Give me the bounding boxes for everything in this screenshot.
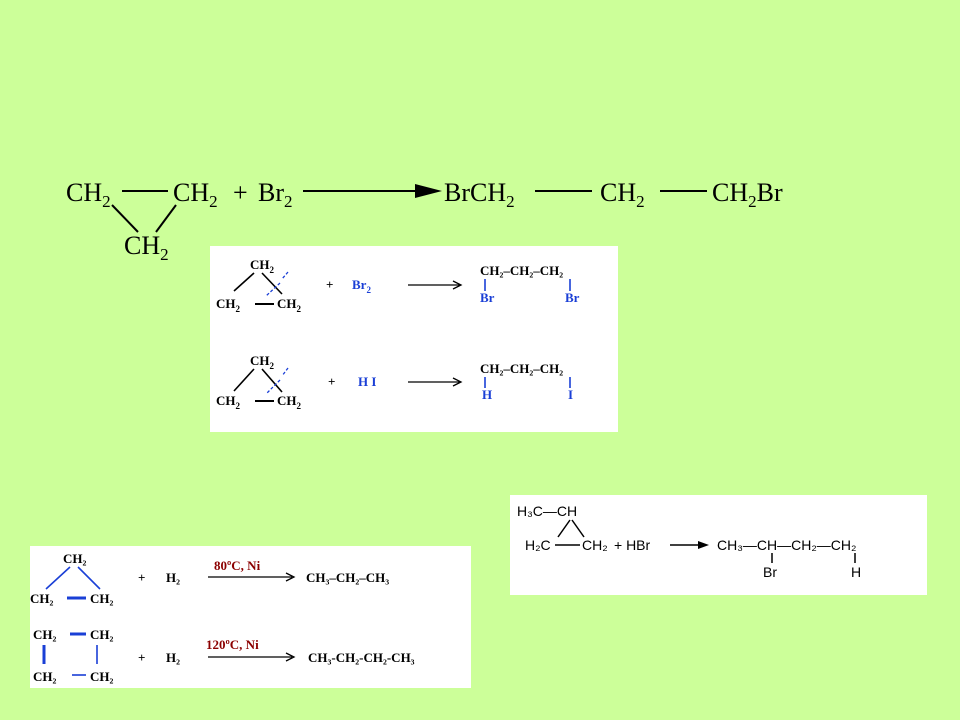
product1-br-right: Br xyxy=(565,290,580,305)
ring-right-ch2: CH₂ xyxy=(582,537,608,553)
reagent-br2: Br2 xyxy=(258,178,293,211)
cp-top: CH₂ xyxy=(63,551,87,566)
hbr-product-chain: CH₃—CH—CH₂—CH₂ xyxy=(717,537,856,553)
plus-h1: + xyxy=(138,570,145,585)
reagent-h2-1: H₂ xyxy=(166,570,180,585)
ring-bottom-ch2: CH2 xyxy=(124,231,169,264)
product-middle: CH2 xyxy=(600,178,645,211)
propane-product: CH₃–CH₂–CH₃ xyxy=(306,570,389,585)
halogen-addition-figure: CH2 CH2 CH2 + Br2 CH₂–CH₂–CH₂ Br Br CH2 … xyxy=(216,257,580,411)
ring2-right: CH2 xyxy=(277,393,302,411)
reagent-br2: Br2 xyxy=(352,277,371,295)
product1-br-left: Br xyxy=(480,290,495,305)
cb-bottom-left: CH₂ xyxy=(33,669,57,684)
hbr-product-h: H xyxy=(851,564,861,580)
ring1-left: CH2 xyxy=(216,296,241,314)
reagent-hi: H I xyxy=(358,374,376,389)
product-right: CH2Br xyxy=(712,178,783,211)
plus-sign: + xyxy=(233,178,248,207)
plus-2: + xyxy=(328,374,335,389)
ring-bond-left xyxy=(111,204,139,233)
hydrogenation-figure: CH₂ CH₂ CH₂ + H₂ 80ºC, Ni CH₃–CH₂–CH₃ CH… xyxy=(30,551,415,684)
product2-h: H xyxy=(482,387,492,402)
hydrogenation-panel: CH₂ CH₂ CH₂ + H₂ 80ºC, Ni CH₃–CH₂–CH₃ CH… xyxy=(30,546,471,688)
ring2-left: CH2 xyxy=(216,393,241,411)
product2-i: I xyxy=(568,387,573,402)
product-left: BrCH2 xyxy=(444,178,515,211)
ring1-top: CH2 xyxy=(250,257,275,275)
hbr-product-br: Br xyxy=(763,564,777,580)
plus-h2: + xyxy=(138,650,145,665)
hbr-addition-figure: H₃C—CH H₂C CH₂ + HBr CH₃—CH—CH₂—CH₂ Br H xyxy=(517,503,861,580)
cb-top-left: CH₂ xyxy=(33,627,57,642)
ring-bond-right xyxy=(155,204,177,233)
plus-hbr: + HBr xyxy=(614,537,651,553)
reagent-h2-2: H₂ xyxy=(166,650,180,665)
condition-120c: 120ºC, Ni xyxy=(206,637,259,652)
cp-right: CH₂ xyxy=(90,591,114,606)
ring1-right: CH2 xyxy=(277,296,302,314)
methyl-ch-top: H₃C—CH xyxy=(517,503,577,519)
cp-left: CH₂ xyxy=(30,591,54,606)
butane-product: CH₃-CH₂-CH₂-CH₃ xyxy=(308,650,415,665)
ring-right-ch2: CH2 xyxy=(173,178,218,211)
ring-left-h2c: H₂C xyxy=(525,537,551,553)
product2-chain: CH₂–CH₂–CH₂ xyxy=(480,361,563,376)
hbr-addition-panel: H₃C—CH H₂C CH₂ + HBr CH₃—CH—CH₂—CH₂ Br H xyxy=(510,495,927,595)
cb-top-right: CH₂ xyxy=(90,627,114,642)
reaction-arrow-head xyxy=(415,184,442,198)
halogen-addition-panel: CH2 CH2 CH2 + Br2 CH₂–CH₂–CH₂ Br Br CH2 … xyxy=(210,246,618,432)
product1-chain: CH₂–CH₂–CH₂ xyxy=(480,263,563,278)
cb-bottom-right: CH₂ xyxy=(90,669,114,684)
plus-1: + xyxy=(326,277,333,292)
condition-80c: 80ºC, Ni xyxy=(214,558,261,573)
ring-left-ch2: CH2 xyxy=(66,178,111,211)
ring2-top: CH2 xyxy=(250,353,275,371)
